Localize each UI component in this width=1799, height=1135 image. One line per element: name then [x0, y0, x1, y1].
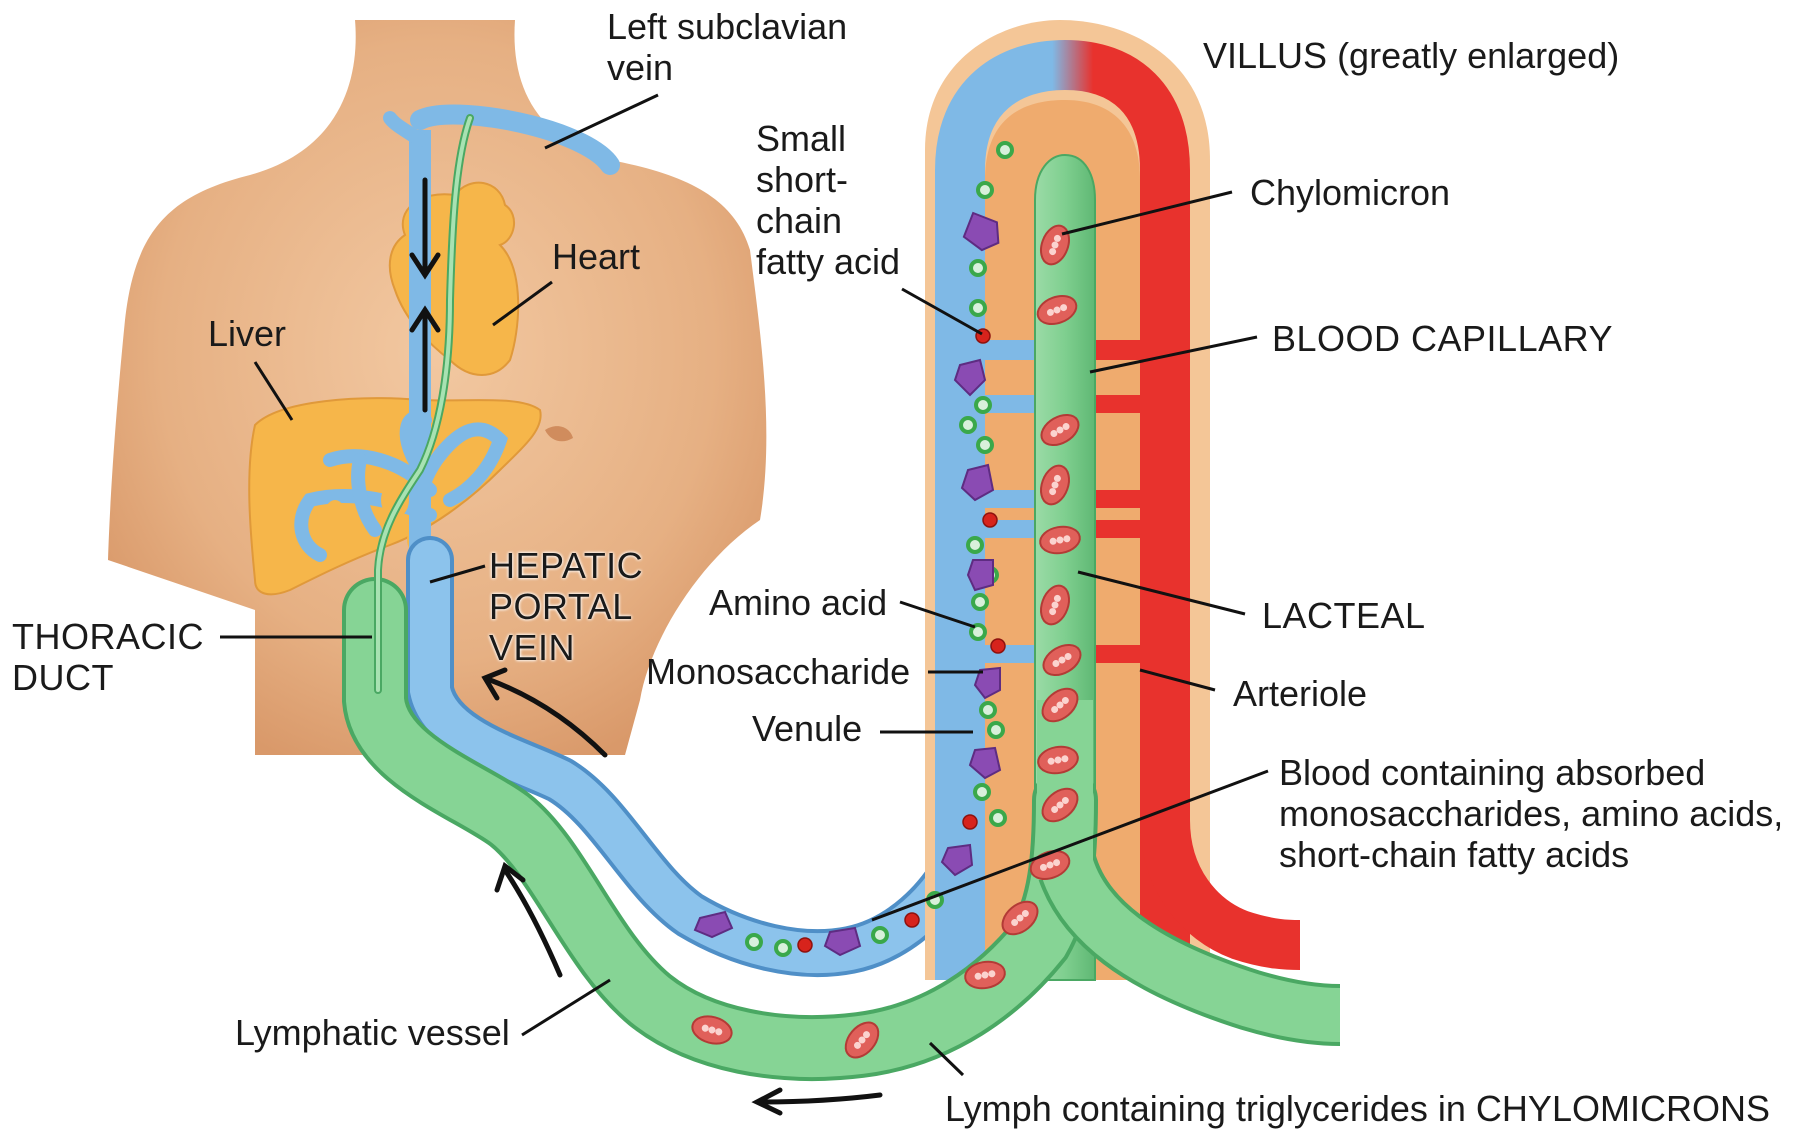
label-left-subclavian-line-2: vein	[607, 47, 847, 88]
label-lymphatic-vessel: Lymphatic vessel	[235, 1012, 510, 1053]
label-fatty-acid-line-4: fatty acid	[756, 241, 900, 282]
label-fatty-acid-line-2: short-	[756, 159, 900, 200]
label-thoracic-line-1: THORACIC	[12, 616, 204, 657]
label-monosaccharide: Monosaccharide	[646, 651, 910, 692]
leader-lymphatic-vessel	[522, 980, 610, 1035]
label-blood-containing-line-1: Blood containing absorbed	[1279, 752, 1783, 793]
label-hepatic-line-1: HEPATIC	[489, 545, 643, 586]
label-heart: Heart	[552, 236, 640, 277]
label-blood-containing: Blood containing absorbed monosaccharide…	[1279, 752, 1783, 875]
label-lacteal: LACTEAL	[1262, 595, 1426, 636]
label-fatty-acid-line-1: Small	[756, 118, 900, 159]
label-arteriole: Arteriole	[1233, 673, 1367, 714]
label-liver: Liver	[208, 313, 286, 354]
label-hepatic-line-2: PORTAL	[489, 586, 643, 627]
label-fatty-acid-line-3: chain	[756, 200, 900, 241]
label-venule: Venule	[752, 708, 862, 749]
label-chylomicron: Chylomicron	[1250, 172, 1450, 213]
label-thoracic-line-2: DUCT	[12, 657, 204, 698]
label-thoracic-duct: THORACIC DUCT	[12, 616, 204, 698]
label-lymph-containing: Lymph containing triglycerides in CHYLOM…	[945, 1088, 1770, 1129]
label-hepatic-line-3: VEIN	[489, 627, 643, 668]
label-villus: VILLUS (greatly enlarged)	[1203, 35, 1619, 76]
leader-left-subclavian	[545, 95, 658, 148]
label-blood-containing-line-2: monosaccharides, amino acids,	[1279, 793, 1783, 834]
label-fatty-acid: Small short- chain fatty acid	[756, 118, 900, 282]
label-left-subclavian-vein: Left subclavian vein	[607, 6, 847, 88]
label-left-subclavian-line-1: Left subclavian	[607, 6, 847, 47]
label-blood-containing-line-3: short-chain fatty acids	[1279, 834, 1783, 875]
label-amino-acid: Amino acid	[709, 582, 887, 623]
label-hepatic-portal-vein: HEPATIC PORTAL VEIN	[489, 545, 643, 668]
label-blood-capillary: BLOOD CAPILLARY	[1272, 318, 1613, 359]
arrow-lymph-left	[760, 1095, 880, 1102]
